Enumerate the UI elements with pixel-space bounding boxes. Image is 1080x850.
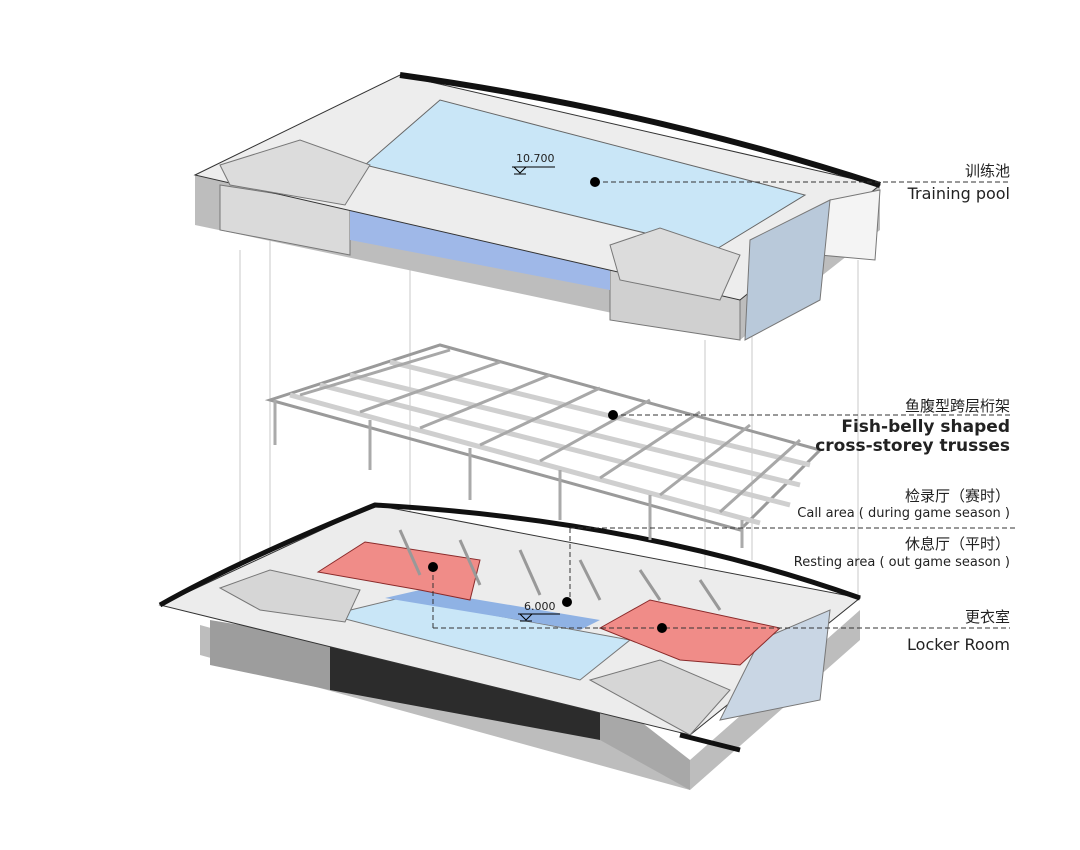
level-markers <box>512 166 560 622</box>
locker-room-blocks <box>316 541 782 666</box>
locker-room-cn: 更衣室 <box>964 608 1010 626</box>
upper-level-slab <box>193 72 882 341</box>
resting-area-cn: 休息厅（平时） <box>904 535 1010 553</box>
trusses-en-line2: cross-storey trusses <box>815 436 1010 456</box>
locker-room-en: Locker Room <box>907 635 1010 654</box>
call-area-en: Call area ( during game season ) <box>797 506 1010 521</box>
trusses-en-line1: Fish-belly shaped <box>841 417 1010 437</box>
leader-dots <box>428 177 667 633</box>
lower-level-slab <box>158 502 862 790</box>
training-pool-cn: 训练池 <box>964 162 1010 180</box>
training-pool-en: Training pool <box>907 184 1010 203</box>
level-lower: 6.000 <box>524 600 556 613</box>
level-upper: 10.700 <box>516 152 555 165</box>
truss-level <box>264 343 823 548</box>
call-area-cn: 检录厅（赛时） <box>904 487 1010 505</box>
resting-area-en: Resting area ( out game season ) <box>793 555 1010 570</box>
trusses-cn: 鱼腹型跨层桁架 <box>904 397 1010 415</box>
leader-lines <box>432 181 1015 629</box>
